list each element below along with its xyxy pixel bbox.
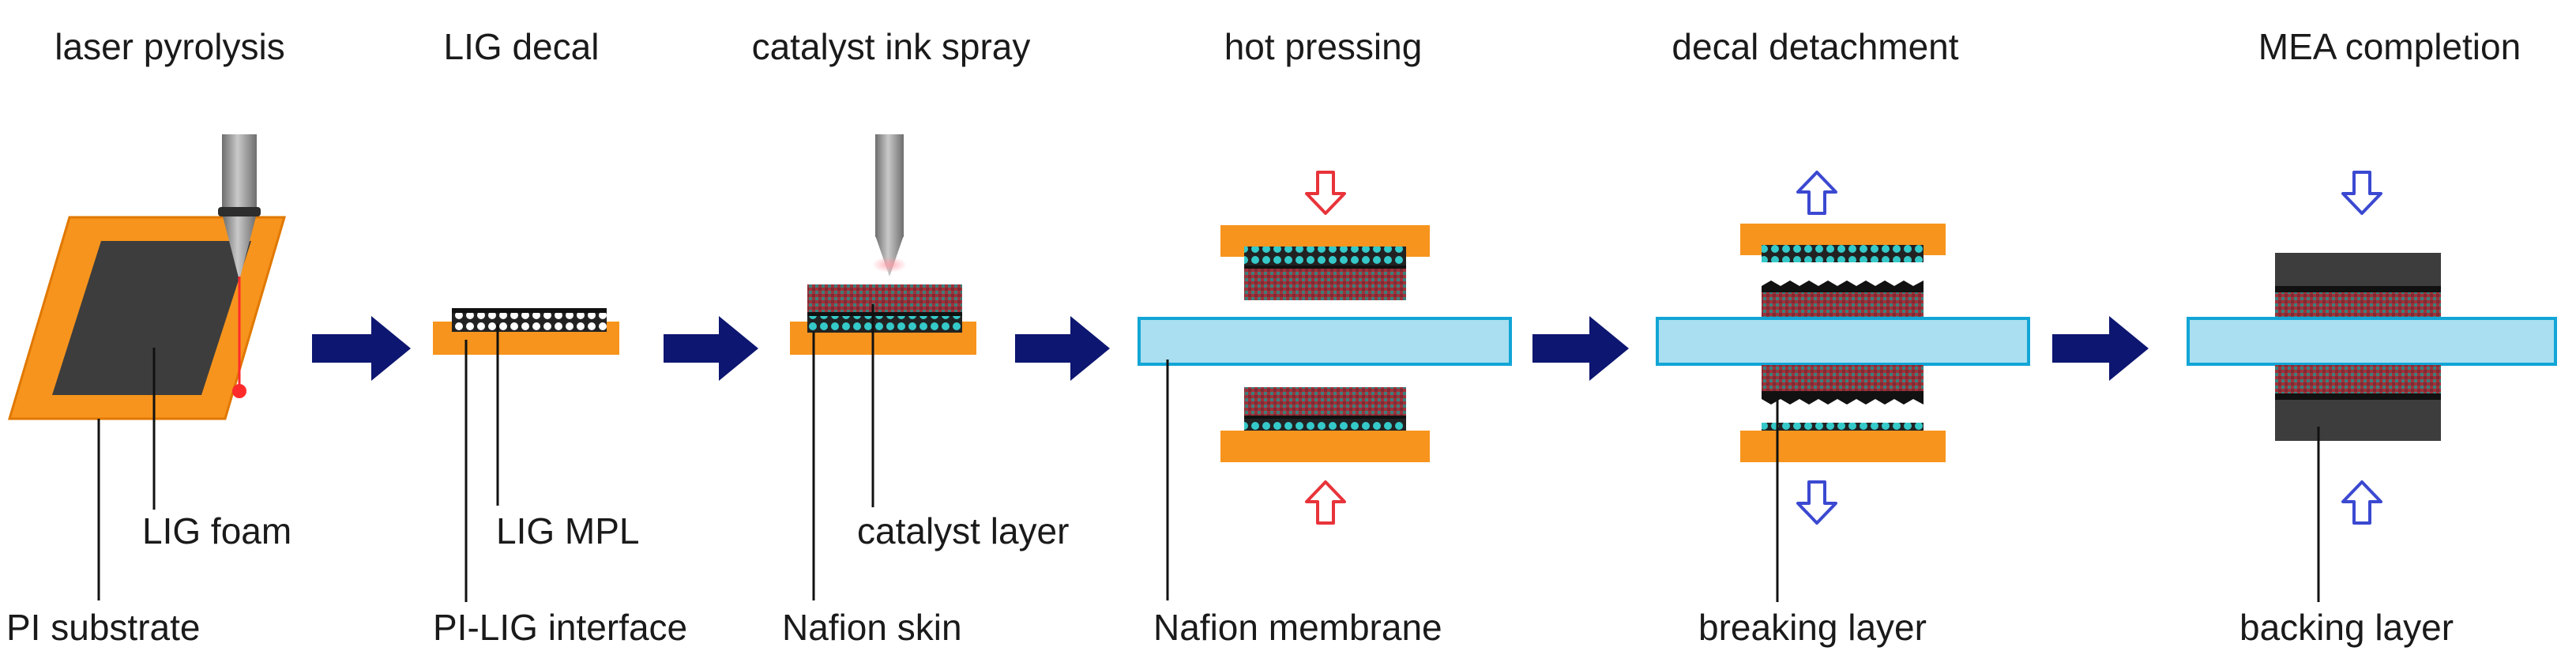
step-title-mea-completion: MEA completion: [2258, 26, 2521, 67]
label-catalyst-layer: catalyst layer: [857, 510, 1069, 551]
laser-spot: [232, 384, 246, 398]
up-arrow-outline-icon: [1305, 480, 1346, 525]
up-arrow-outline-icon: [1796, 171, 1837, 215]
nafion-membrane: [1656, 317, 2030, 366]
label-pi-substrate: PI substrate: [6, 607, 200, 648]
label-breaking-layer: breaking layer: [1698, 607, 1927, 648]
nafion-membrane: [2187, 317, 2557, 366]
right-arrow-icon: [1532, 316, 1629, 381]
right-arrow-icon: [664, 316, 758, 381]
label-nafion-skin: Nafion skin: [782, 607, 962, 648]
mea-completion-illustration: [2187, 171, 2557, 602]
label-nafion-membrane: Nafion membrane: [1153, 607, 1442, 648]
nafion-membrane: [1138, 317, 1512, 366]
decal-detachment-illustration: [1656, 171, 2030, 602]
laser-pyrolysis-illustration: [7, 134, 287, 600]
label-pi-lig-interface: PI-LIG interface: [433, 607, 687, 648]
step-title-hot-pressing: hot pressing: [1224, 26, 1423, 67]
step-title-catalyst-ink-spray: catalyst ink spray: [752, 26, 1031, 67]
down-arrow-outline-icon: [1305, 171, 1346, 215]
catalyst-layer: [807, 284, 962, 314]
right-arrow-icon: [312, 316, 411, 381]
up-arrow-outline-icon: [2341, 480, 2382, 525]
spray-nozzle-icon: [875, 134, 904, 277]
catalyst-spray-illustration: [790, 134, 976, 600]
spray-mist: [872, 257, 907, 273]
lig-foam-square: [52, 241, 251, 395]
right-arrow-icon: [1015, 316, 1110, 381]
label-lig-mpl: LIG MPL: [496, 510, 640, 551]
step-title-laser-pyrolysis: laser pyrolysis: [55, 26, 284, 67]
down-arrow-outline-icon: [2341, 171, 2382, 215]
step-title-decal-detachment: decal detachment: [1672, 26, 1958, 67]
down-arrow-outline-icon: [1796, 480, 1837, 525]
step-title-lig-decal: LIG decal: [444, 26, 600, 67]
lig-decal-illustration: [433, 308, 619, 602]
laser-nozzle-icon: [218, 134, 261, 280]
label-lig-foam: LIG foam: [142, 510, 291, 551]
right-arrow-icon: [2052, 316, 2149, 381]
hot-pressing-illustration: [1138, 171, 1512, 600]
label-backing-layer: backing layer: [2239, 607, 2454, 648]
